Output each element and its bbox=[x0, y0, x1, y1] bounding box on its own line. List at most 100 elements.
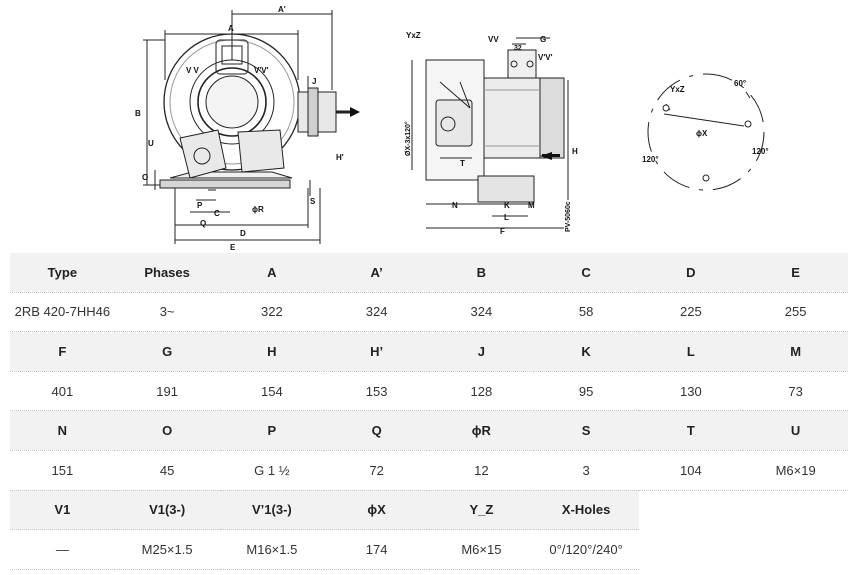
table-header-cell: O bbox=[114, 410, 220, 451]
table-header-cell: ϕX bbox=[324, 490, 429, 531]
table-header-cell: H’ bbox=[324, 331, 429, 372]
table-cell: 324 bbox=[429, 292, 534, 333]
label-C: C bbox=[214, 209, 220, 218]
label-side-H: H bbox=[572, 147, 578, 156]
table-cell: 225 bbox=[638, 292, 744, 333]
label-P: P bbox=[197, 201, 203, 210]
label-side-F: F bbox=[500, 227, 505, 236]
table-cell: 2RB 420-7HH46 bbox=[10, 292, 115, 333]
table-cell: 322 bbox=[219, 292, 325, 333]
table-cell: 12 bbox=[429, 450, 534, 491]
table-cell: 401 bbox=[10, 371, 115, 412]
table-cell: M6×19 bbox=[743, 450, 848, 491]
table-header-cell: Type bbox=[10, 253, 115, 293]
table-cell: M6×15 bbox=[429, 529, 534, 570]
table-cell: 3~ bbox=[114, 292, 220, 333]
label-J: J bbox=[312, 77, 316, 86]
table-cell: 73 bbox=[743, 371, 848, 412]
table-header-cell: J bbox=[429, 331, 534, 372]
table-header-cell: ϕR bbox=[429, 410, 534, 451]
table-cell: 95 bbox=[533, 371, 639, 412]
label-S: S bbox=[310, 197, 316, 206]
table-cell: 191 bbox=[114, 371, 220, 412]
table-header-cell: A’ bbox=[324, 253, 429, 293]
table-header-cell: V’1(3-) bbox=[219, 490, 325, 531]
table-header-cell: X-Holes bbox=[533, 490, 639, 531]
table-header-cell: A bbox=[219, 253, 325, 293]
label-Q: Q bbox=[200, 219, 206, 228]
table-header-cell: N bbox=[10, 410, 115, 451]
table-cell: 151 bbox=[10, 450, 115, 491]
label-side-K: K bbox=[504, 201, 510, 210]
table-header-cell: B bbox=[429, 253, 534, 293]
table-header-cell: S bbox=[533, 410, 639, 451]
table-header-cell: E bbox=[743, 253, 848, 293]
label-D: D bbox=[240, 229, 246, 238]
label-side-L: L bbox=[504, 213, 509, 222]
table-header-cell bbox=[638, 490, 744, 530]
table-cell bbox=[638, 529, 744, 570]
label-U: U bbox=[148, 139, 154, 148]
table-header-cell: K bbox=[533, 331, 639, 372]
table-header-cell: H bbox=[219, 331, 325, 372]
table-header-cell: P bbox=[219, 410, 325, 451]
label-H-prime: H' bbox=[336, 153, 344, 162]
label-flange-120-left: 120° bbox=[642, 155, 659, 164]
label-side-N: N bbox=[452, 201, 458, 210]
label-phiR: ϕR bbox=[252, 205, 264, 214]
table-header-cell: L bbox=[638, 331, 744, 372]
label-VV-left: V V bbox=[186, 66, 200, 75]
label-side-VV: VV bbox=[488, 35, 499, 44]
label-O: O bbox=[142, 173, 148, 182]
table-header-cell: D bbox=[638, 253, 744, 293]
label-flange-YxZ: YxZ bbox=[670, 85, 685, 94]
label-flange-120-right: 120° bbox=[752, 147, 769, 156]
label-A-prime: A' bbox=[278, 5, 286, 14]
table-cell: — bbox=[10, 529, 115, 570]
table-cell: M16×1.5 bbox=[219, 529, 325, 570]
technical-drawings: A' A B V V V'V' J H' U O P C Q ϕR S D E bbox=[0, 0, 848, 252]
table-header-cell: Y_Z bbox=[429, 490, 534, 531]
table-cell: 255 bbox=[743, 292, 848, 333]
table-header-cell bbox=[743, 490, 848, 530]
table-cell: 128 bbox=[429, 371, 534, 412]
table-header-cell: V1(3-) bbox=[114, 490, 220, 531]
table-cell: 104 bbox=[638, 450, 744, 491]
table-header-cell: C bbox=[533, 253, 639, 293]
label-side-M: M bbox=[528, 201, 535, 210]
table-cell: 174 bbox=[324, 529, 429, 570]
label-side-G: G bbox=[540, 35, 546, 44]
label-side-YxZ: YxZ bbox=[406, 31, 421, 40]
table-cell: G 1 ½ bbox=[219, 450, 325, 491]
label-side-VpVp: V'V' bbox=[538, 53, 553, 62]
table-cell: 72 bbox=[324, 450, 429, 491]
table-cell: 324 bbox=[324, 292, 429, 333]
front-view-drawing: A' A B V V V'V' J H' U O P C Q ϕR S D E bbox=[135, 5, 360, 252]
label-flange-phiX: ϕX bbox=[696, 129, 708, 138]
label-VV-right: V'V' bbox=[254, 66, 269, 75]
label-side-T: T bbox=[460, 159, 465, 168]
label-side-phiX-holes: ØX-3x120° bbox=[404, 121, 412, 156]
label-A: A bbox=[228, 24, 234, 33]
label-side-code: PV-5060c bbox=[565, 201, 572, 232]
label-B: B bbox=[135, 109, 141, 118]
table-cell: 3 bbox=[533, 450, 639, 491]
table-header-cell: G bbox=[114, 331, 220, 372]
table-cell: 45 bbox=[114, 450, 220, 491]
label-side-32: 32 bbox=[514, 45, 522, 52]
table-header-cell: V1 bbox=[10, 490, 115, 531]
table-header-cell: F bbox=[10, 331, 115, 372]
label-E: E bbox=[230, 243, 236, 252]
table-cell: 154 bbox=[219, 371, 325, 412]
table-cell: 0°/120°/240° bbox=[533, 529, 639, 570]
table-header-cell: U bbox=[743, 410, 848, 451]
side-view-drawing: YxZ VV 32 G V'V' ØX-3x120° T H N K M L F… bbox=[404, 31, 578, 236]
